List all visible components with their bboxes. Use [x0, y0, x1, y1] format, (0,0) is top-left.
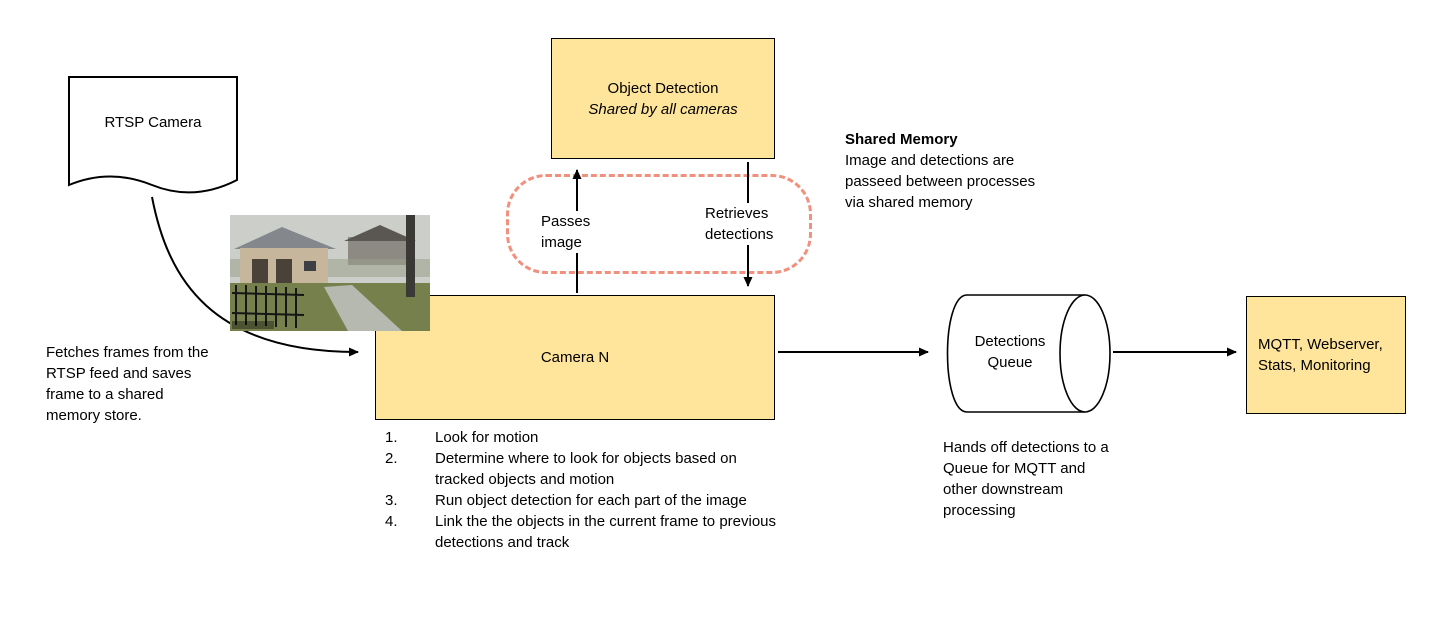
- step-text: Look for motion: [435, 429, 539, 446]
- detections-queue-label: Detections Queue: [974, 333, 1046, 371]
- step-text: Link the the objects in the current fram…: [435, 513, 777, 551]
- cylinder-body-outline: [946, 294, 1085, 413]
- object-detection-box: Object Detection Shared by all cameras: [551, 38, 775, 159]
- object-detection-subtitle: Shared by all cameras: [588, 100, 738, 118]
- step-text: Determine where to look for objects base…: [435, 450, 737, 488]
- rtsp-camera-label: RTSP Camera: [104, 114, 202, 131]
- cylinder-body-fill: [947, 295, 1085, 412]
- shared-memory-note-body: Image and detections are passeed between…: [845, 152, 1036, 211]
- object-detection-title: Object Detection: [607, 79, 719, 97]
- detections-queue-note: Hands off detections to a Queue for MQTT…: [943, 439, 1109, 519]
- shared-memory-note: Shared Memory Image and detections are p…: [845, 129, 1057, 213]
- camera-snapshot-image: [230, 215, 430, 331]
- passes-image-label: Passes image: [540, 211, 600, 253]
- snapshot-timestamp-strip: [232, 321, 274, 329]
- outputs-box: MQTT, Webserver, Stats, Monitoring: [1246, 296, 1406, 414]
- rtsp-camera-document-shape: [68, 76, 238, 194]
- step-number: 2.: [385, 450, 398, 467]
- step-number: 4.: [385, 513, 398, 530]
- step-text: Run object detection for each part of th…: [435, 492, 747, 509]
- document-shape-outline: [68, 76, 238, 194]
- step-number: 3.: [385, 492, 398, 509]
- snapshot-porch-post: [406, 215, 415, 297]
- step-number: 1.: [385, 429, 398, 446]
- step-item: 1. Look for motion: [385, 427, 787, 448]
- cylinder-end-cap: [1059, 294, 1111, 413]
- snapshot-house-window: [304, 261, 316, 271]
- step-item: 2. Determine where to look for objects b…: [385, 448, 787, 490]
- camera-n-steps-list: 1. Look for motion 2. Determine where to…: [385, 427, 787, 553]
- snapshot-house-door-2: [276, 259, 292, 285]
- step-item: 4. Link the the objects in the current f…: [385, 511, 787, 553]
- detections-queue-cylinder: [946, 294, 1111, 413]
- camera-n-label: Camera N: [540, 349, 610, 366]
- shared-memory-note-title: Shared Memory: [845, 131, 958, 148]
- snapshot-house-door: [252, 259, 268, 285]
- fetch-frames-note: Fetches frames from the RTSP feed and sa…: [46, 344, 209, 424]
- outputs-box-label: MQTT, Webserver, Stats, Monitoring: [1258, 336, 1383, 374]
- step-item: 3. Run object detection for each part of…: [385, 490, 787, 511]
- retrieves-detections-label: Retrieves detections: [704, 203, 786, 245]
- shared-memory-dashed-region: [506, 174, 812, 274]
- snapshot-background-roof: [344, 225, 416, 241]
- camera-n-box: Camera N: [375, 295, 775, 420]
